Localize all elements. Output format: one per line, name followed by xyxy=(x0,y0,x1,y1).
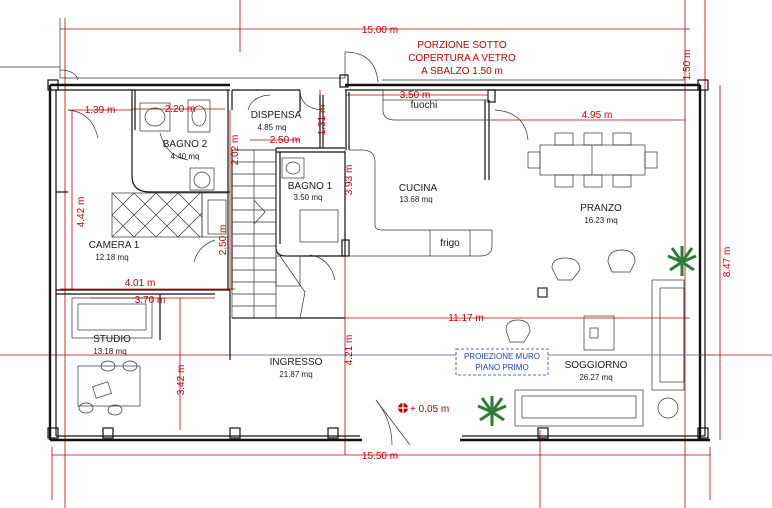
bathroom-fixtures xyxy=(67,89,339,281)
fuochi-label: fuochi xyxy=(411,100,438,111)
room-area-soggiorno: 26.27 mq xyxy=(579,373,612,382)
dim-fuochi-width: 3.50 m xyxy=(400,90,431,101)
dim-right-overhang: 1.50 m xyxy=(682,50,693,81)
room-area-dispensa: 4.85 mq xyxy=(258,123,287,132)
plants xyxy=(477,246,697,426)
dim-level: + 0.05 m xyxy=(410,404,449,415)
plant-icon-pranzo xyxy=(667,246,697,276)
closet-hatch xyxy=(111,192,229,238)
portico-note-line3: A SBALZO 1.50 m xyxy=(421,66,503,77)
room-area-pranzo: 16.23 mq xyxy=(584,216,617,225)
dim-camera-width: 4.01 m xyxy=(125,278,156,289)
room-area-bagno1: 3.50 mq xyxy=(294,193,323,202)
kitchen-counters xyxy=(349,89,529,257)
room-area-studio: 13.18 mq xyxy=(93,347,126,356)
room-name-cucina: CUCINA xyxy=(399,183,438,194)
room-area-camera1: 12.18 mq xyxy=(95,253,128,262)
dim-main-span: 11.17 m xyxy=(448,313,483,324)
room-name-studio: STUDIO xyxy=(93,334,131,345)
room-area-ingresso: 21.87 mq xyxy=(279,370,312,379)
interior-walls xyxy=(56,89,490,360)
dim-dispensa-depth: 1.31 m xyxy=(317,105,328,136)
room-area-bagno2: 4.40 mq xyxy=(171,152,200,161)
furniture xyxy=(71,132,685,446)
portico-note-line2: COPERTURA A VETRO xyxy=(408,53,516,64)
dim-right-height: 8.47 m xyxy=(722,247,733,278)
dimension-labels: 15.00 m 15.50 m 1.50 m 8.47 m 1.39 m 2.2… xyxy=(76,25,733,462)
portico-note: PORZIONE SOTTO COPERTURA A VETRO A SBALZ… xyxy=(408,40,516,77)
dim-studio-width: 3.70 m xyxy=(135,295,166,306)
dim-bagno2-left: 1.39 m xyxy=(85,105,116,116)
dim-camera-height: 4.42 m xyxy=(76,197,87,228)
dim-stair-width: 2.50 m xyxy=(218,225,229,256)
room-name-pranzo: PRANZO xyxy=(580,203,622,214)
dim-bagno2-top: 2.20 m xyxy=(165,104,196,115)
dim-bottom-width: 15.50 m xyxy=(362,451,398,462)
dim-ingresso-depth: 3.42 m xyxy=(176,365,187,396)
dim-pranzo-width: 4.95 m xyxy=(582,110,613,121)
staircase xyxy=(231,149,306,319)
plant-icon-ingresso xyxy=(477,396,507,426)
room-area-cucina: 13.68 mq xyxy=(399,195,432,204)
dim-dispensa-width: 2.50 m xyxy=(270,135,301,146)
dim-top-width: 15.00 m xyxy=(362,25,398,36)
exterior-walls xyxy=(48,83,710,442)
dim-cucina-height: 3.93 m xyxy=(344,165,355,196)
projection-box xyxy=(455,348,549,376)
portico-outline xyxy=(0,18,685,83)
dim-bagno1-height: 2.02 m xyxy=(230,135,241,166)
room-name-bagno1: BAGNO 1 xyxy=(288,181,333,192)
room-name-soggiorno: SOGGIORNO xyxy=(565,360,628,371)
projection-label-1: PROIEZIONE MURO xyxy=(464,352,540,361)
projection-label-2: PIANO PRIMO xyxy=(475,363,528,372)
room-name-bagno2: BAGNO 2 xyxy=(163,139,208,150)
room-name-camera1: CAMERA 1 xyxy=(89,240,140,251)
portico-note-line1: PORZIONE SOTTO xyxy=(417,40,506,51)
room-name-dispensa: DISPENSA xyxy=(251,110,302,121)
dim-mid-height: 4.21 m xyxy=(344,335,355,366)
frigo-label: frigo xyxy=(440,238,460,249)
room-labels: DISPENSA 4.85 mq BAGNO 2 4.40 mq BAGNO 1… xyxy=(89,110,628,382)
room-name-ingresso: INGRESSO xyxy=(270,357,323,368)
